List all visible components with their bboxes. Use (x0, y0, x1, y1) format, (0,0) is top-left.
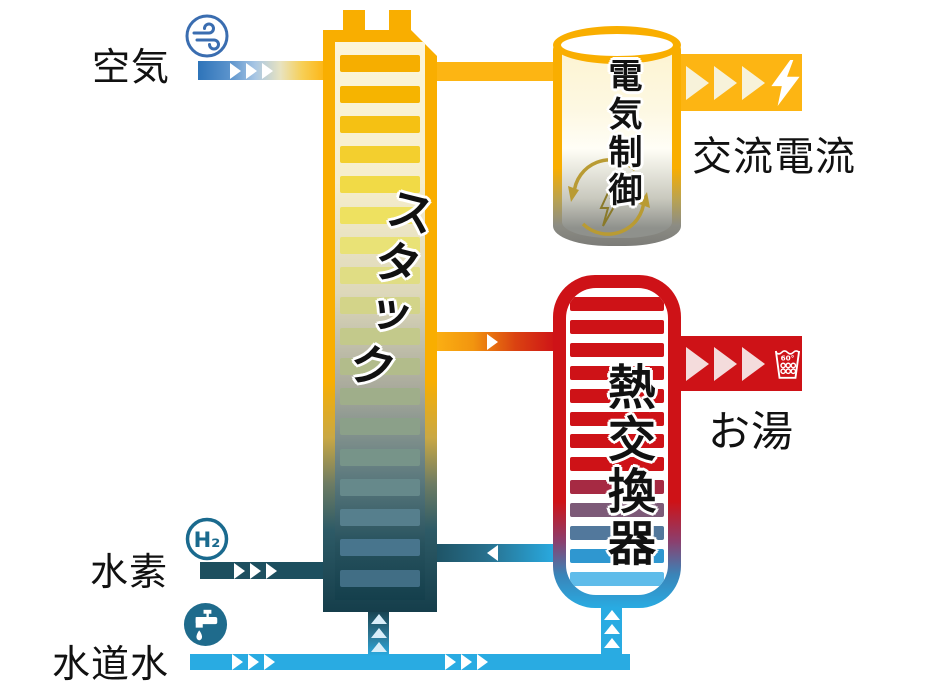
flow-arrow-icon (714, 65, 737, 100)
h2-symbol: H₂ (194, 528, 221, 552)
stack-cell-bar (340, 388, 420, 405)
electric-control-lid (553, 26, 681, 64)
air-label: 空気 (92, 45, 171, 89)
stack-cell-bar (340, 55, 420, 72)
heat-exchanger-bars (566, 288, 668, 595)
heat-exchanger-fin-bar (570, 365, 664, 380)
flow-arrow-icon (370, 628, 387, 638)
stack-terminal (343, 10, 365, 36)
flow-arrow-icon (686, 65, 709, 100)
flow-arrow-icon (742, 65, 765, 100)
stack-cell-bar (340, 358, 420, 375)
heat-exchanger-fin-bar (570, 526, 664, 541)
heat-exchanger-fin-bar (570, 571, 664, 586)
hx-to-stack-return-pipe (428, 544, 556, 562)
flow-arrow-icon (686, 346, 709, 381)
wind-icon (185, 14, 229, 58)
flow-arrow-icon (603, 623, 620, 634)
heat-exchanger-fin-bar (570, 480, 664, 495)
stack-to-control-pipe (430, 62, 556, 81)
heat-exchanger-fin-bar (570, 434, 664, 449)
stack-cell-bar (340, 509, 420, 526)
stack-cell-bar (340, 86, 420, 103)
flow-arrow-icon (232, 654, 243, 670)
stack-cell-bar (340, 449, 420, 466)
recycle-arrows-icon (568, 158, 650, 236)
hot-water-cup-icon: 60° (774, 349, 801, 379)
flow-arrow-icon (486, 333, 498, 350)
stack-cell-bar (340, 267, 420, 284)
flow-arrow-icon (742, 346, 765, 381)
stack-cell-bar (340, 570, 420, 587)
hydrogen-pipe (200, 562, 325, 579)
heat-exchanger-fin-bar (570, 503, 664, 518)
flow-arrow-icon (603, 609, 620, 620)
ac-output-pipe (678, 54, 802, 111)
heat-exchanger-fin-bar (570, 296, 664, 311)
flow-arrow-icon (370, 642, 387, 652)
heat-exchanger-fin-bar (570, 342, 664, 357)
flow-arrow-icon (477, 654, 488, 670)
stack-cell-bar (340, 297, 420, 314)
flow-arrow-icon (264, 654, 275, 670)
heat-exchanger-fin-bar (570, 388, 664, 403)
flow-arrow-icon (246, 62, 257, 79)
stack-cell-bar (340, 207, 420, 224)
lightning-icon (599, 181, 621, 227)
heat-exchanger-vessel (553, 275, 681, 608)
h2-icon: H₂ (185, 517, 229, 561)
heat-exchanger-fin-bar (570, 549, 664, 564)
electric-control-body (562, 40, 672, 238)
flow-arrow-icon (248, 654, 259, 670)
flow-arrow-icon (445, 654, 456, 670)
flow-arrow-icon (461, 654, 472, 670)
flow-arrow-icon (486, 545, 498, 561)
tap-water-label: 水道水 (52, 642, 170, 686)
hot-water-output-pipe: 60° (678, 336, 802, 391)
stack-cell-bar (340, 116, 420, 133)
stack-cell-bar (340, 146, 420, 163)
ac-current-label: 交流電流 (692, 134, 856, 180)
flow-arrow-icon (250, 562, 261, 579)
stack-cell-bar (340, 418, 420, 435)
flow-arrow-icon (370, 614, 387, 624)
hot-water-label: お湯 (708, 407, 795, 456)
stack-cell-bar (340, 237, 420, 254)
flow-arrow-icon (603, 637, 620, 648)
stack-bars (335, 42, 425, 600)
heat-exchanger-fin-bar (570, 319, 664, 334)
air-pipe (198, 61, 325, 80)
electric-control-label: 電気制御 (602, 58, 642, 210)
heat-exchanger-fin-bar (570, 411, 664, 426)
stack-cell-bar (340, 479, 420, 496)
stack-to-hx-hot-pipe (428, 332, 556, 351)
water-to-stack-branch-pipe (368, 610, 389, 656)
flow-arrow-icon (230, 62, 241, 79)
flow-arrow-icon (266, 562, 277, 579)
tap-water-pipe (190, 654, 630, 670)
stack-cell-bar (340, 328, 420, 345)
hot-water-temperature: 60° (781, 353, 795, 362)
stack-cell-bar (340, 539, 420, 556)
stack-cell-bar (340, 176, 420, 193)
flow-arrow-icon (234, 562, 245, 579)
heat-exchanger-fin-bar (570, 457, 664, 472)
hydrogen-label: 水素 (90, 550, 169, 594)
flow-arrow-icon (714, 346, 737, 381)
water-to-hx-branch-pipe (601, 601, 622, 656)
stack-vessel (323, 30, 437, 612)
stack-terminal (389, 10, 411, 36)
heat-exchanger-label: 熱交換器 (599, 362, 655, 570)
lightning-icon (771, 59, 800, 106)
faucet-icon (183, 602, 228, 647)
electric-control-vessel (553, 40, 681, 246)
flow-arrow-icon (262, 62, 273, 79)
